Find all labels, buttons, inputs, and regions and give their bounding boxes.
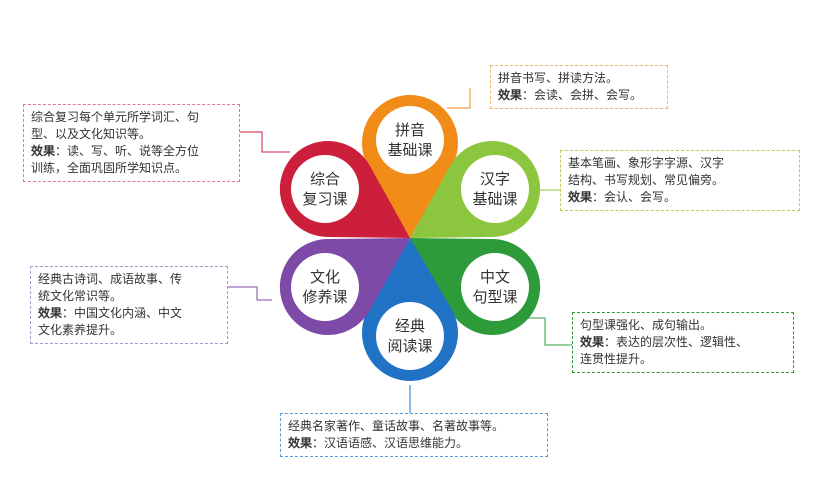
petal-pinyin-inner [376, 106, 444, 174]
effect-label: 效果 [498, 88, 523, 102]
connector-juxing [520, 317, 572, 346]
desc-box-jingdian: 经典名家著作、童话故事、名著故事等。 效果：汉语语感、汉语思维能力。 [280, 413, 548, 457]
connector-lines [228, 88, 572, 414]
petal-label-hanzi: 汉字 基础课 [460, 169, 530, 209]
course-name-line1: 经典 [394, 317, 425, 335]
desc-box-hanzi: 基本笔画、象形字字源、汉字 结构、书写规划、常见偏旁。 效果：会认、会写。 [560, 150, 800, 211]
connector-wenhua [228, 286, 272, 301]
effect-text: 汉语语感、汉语思维能力。 [324, 436, 469, 450]
effect-text: 读、写、听、说等全方位 [67, 144, 200, 158]
course-name-line2: 阅读课 [387, 337, 433, 355]
effect-label: 效果 [568, 190, 593, 204]
effect-line: 效果：汉语语感、汉语思维能力。 [288, 436, 469, 450]
connector-zonghe [240, 131, 290, 153]
effect-label: 效果 [38, 306, 63, 320]
desc-line: 句型课强化、成句输出。 [580, 318, 713, 332]
course-name-line1: 文化 [309, 268, 340, 286]
course-name-line1: 拼音 [394, 121, 425, 139]
connector-pinyin [447, 88, 471, 109]
effect-text: 会认、会写。 [604, 190, 677, 204]
course-name-line2: 基础课 [387, 141, 433, 159]
petal-juxing-inner [461, 253, 529, 321]
desc-line: 型、以及文化知识等。 [31, 127, 152, 141]
desc-box-pinyin: 拼音书写、拼读方法。 效果：会读、会拼、会写。 [490, 65, 668, 109]
course-name-line2: 基础课 [472, 190, 518, 208]
desc-line: 统文化常识等。 [38, 289, 123, 303]
course-name-line2: 复习课 [302, 190, 348, 208]
desc-line: 基本笔画、象形字字源、汉字 [568, 156, 725, 170]
effect-label: 效果 [580, 335, 605, 349]
desc-box-juxing: 句型课强化、成句输出。 效果：表达的层次性、逻辑性、 连贯性提升。 [572, 312, 794, 373]
petal-label-jingdian: 经典 阅读课 [375, 316, 445, 356]
effect-text: 会读、会拼、会写。 [534, 88, 643, 102]
petal-label-zonghe: 综合 复习课 [290, 169, 360, 209]
course-name-line2: 修养课 [302, 288, 348, 306]
course-name-line1: 汉字 [479, 170, 510, 188]
effect-line: 效果：读、写、听、说等全方位 [31, 144, 200, 158]
effect-text: 表达的层次性、逻辑性、 [616, 335, 749, 349]
desc-box-wenhua: 经典古诗词、成语故事、传 统文化常识等。 效果：中国文化内涵、中文 文化素养提升… [30, 266, 228, 344]
effect-text-cont: 连贯性提升。 [580, 352, 653, 366]
desc-box-zonghe: 综合复习每个单元所学词汇、句 型、以及文化知识等。 效果：读、写、听、说等全方位… [23, 104, 240, 182]
petal-jingdian-inner [376, 302, 444, 370]
effect-line: 效果：会认、会写。 [568, 190, 677, 204]
petals [279, 95, 541, 381]
course-name-line1: 综合 [309, 170, 340, 188]
petal-label-pinyin: 拼音 基础课 [375, 120, 445, 160]
petal-hanzi-inner [461, 155, 529, 223]
petal-label-wenhua: 文化 修养课 [290, 267, 360, 307]
desc-line: 经典名家著作、童话故事、名著故事等。 [288, 419, 505, 433]
petal-zonghe-inner [291, 155, 359, 223]
effect-text: 中国文化内涵、中文 [74, 306, 183, 320]
desc-line: 拼音书写、拼读方法。 [498, 71, 619, 85]
petal-label-juxing: 中文 句型课 [460, 267, 530, 307]
effect-label: 效果 [31, 144, 56, 158]
course-name-line1: 中文 [479, 268, 510, 286]
petal-wenhua-inner [291, 253, 359, 321]
desc-line: 综合复习每个单元所学词汇、句 [31, 110, 200, 124]
effect-label: 效果 [288, 436, 313, 450]
effect-text-cont: 训练，全面巩固所学知识点。 [31, 161, 188, 175]
effect-line: 效果：会读、会拼、会写。 [498, 88, 643, 102]
course-name-line2: 句型课 [472, 288, 518, 306]
effect-text-cont: 文化素养提升。 [38, 323, 123, 337]
desc-line: 结构、书写规划、常见偏旁。 [568, 173, 725, 187]
desc-line: 经典古诗词、成语故事、传 [38, 272, 183, 286]
effect-line: 效果：中国文化内涵、中文 [38, 306, 183, 320]
effect-line: 效果：表达的层次性、逻辑性、 [580, 335, 749, 349]
